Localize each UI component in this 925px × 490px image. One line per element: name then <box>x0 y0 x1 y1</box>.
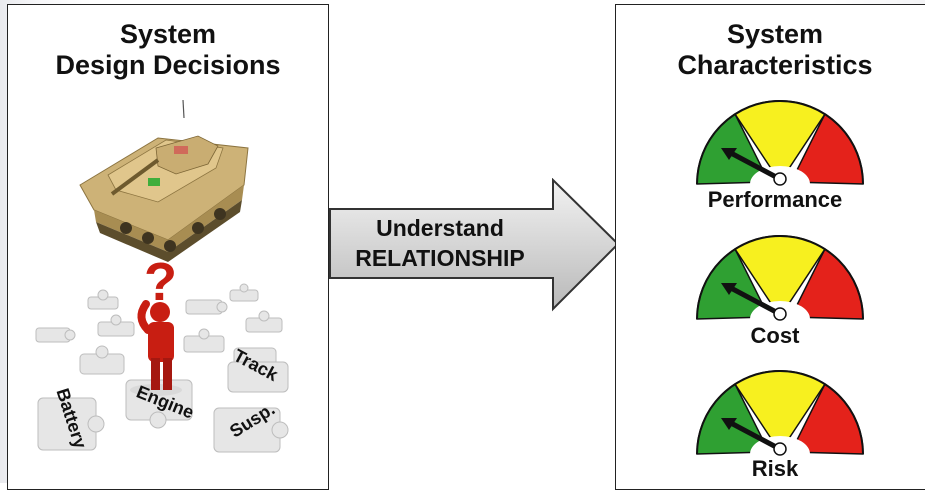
puzzle-pieces <box>35 283 289 453</box>
characteristics-title-line2: Characteristics <box>677 50 873 80</box>
question-person-icon: ? <box>130 252 182 396</box>
design-decisions-illustration: ? <box>35 99 289 453</box>
puzzle-piece-icon <box>97 314 135 337</box>
puzzle-piece-icon <box>245 310 283 333</box>
puzzle-piece-icon <box>183 328 225 353</box>
performance-gauge-icon <box>696 100 864 190</box>
puzzle-piece-icon <box>37 397 105 451</box>
puzzle-piece-icon <box>185 299 228 315</box>
design-decisions-title-line1: System <box>119 19 217 49</box>
puzzle-piece-icon <box>213 407 289 453</box>
arrow-text-line2: RELATIONSHIP <box>355 245 525 271</box>
characteristics-title-line1: System <box>726 19 824 49</box>
risk-label: Risk <box>751 456 799 481</box>
puzzle-piece-icon <box>87 289 119 310</box>
cost-gauge-icon <box>696 235 864 325</box>
puzzle-piece-icon <box>227 361 289 393</box>
puzzle-piece-icon <box>79 345 125 375</box>
tank-vehicle-icon <box>79 99 249 262</box>
design-decisions-title-line2: Design Decisions <box>55 50 281 80</box>
arrow-text-line1: Understand <box>376 215 504 241</box>
svg-text:?: ? <box>144 252 177 312</box>
right-arrow-icon: Understand RELATIONSHIP <box>329 178 620 312</box>
cost-label: Cost <box>750 323 800 348</box>
performance-label: Performance <box>707 187 843 212</box>
puzzle-piece-icon <box>229 283 259 302</box>
puzzle-piece-icon <box>35 327 76 343</box>
risk-gauge-icon <box>696 370 864 458</box>
